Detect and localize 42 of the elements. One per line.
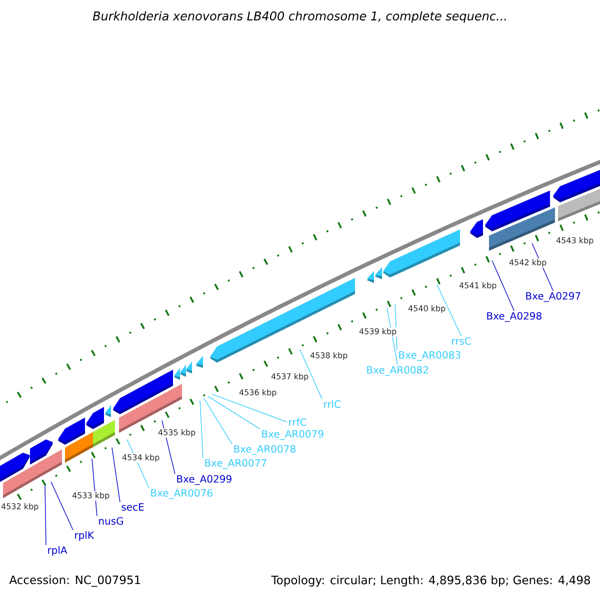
gene-label: Bxe_AR0076 — [151, 489, 212, 499]
leader-line — [492, 260, 514, 312]
gene-label: rrfC — [289, 418, 306, 426]
gene-label: rplA — [48, 546, 68, 556]
gene-label: Bxe_A0298 — [487, 312, 542, 322]
tick-label: 4537 kbp — [270, 372, 310, 382]
tick-label: 4532 kbp — [0, 502, 40, 512]
tick-label: 4539 kbp — [358, 327, 398, 337]
gene-label: Bxe_A0297 — [526, 292, 580, 302]
leader-line — [204, 398, 232, 444]
leader-line — [112, 447, 120, 502]
leader-line — [212, 394, 288, 422]
tick-label: 4543 kbp — [555, 236, 594, 246]
tick-label: 4534 kbp — [121, 453, 160, 463]
tick-label: 4542 kbp — [508, 258, 548, 268]
leader-line — [386, 308, 398, 366]
gene-label: secE — [122, 503, 144, 511]
leader-line — [436, 284, 462, 336]
leader-line — [208, 396, 260, 430]
tick-label: 4538 kbp — [309, 351, 348, 361]
leader-line — [300, 349, 322, 400]
leader-line — [44, 484, 46, 546]
gene-label: Bxe_AR0082 — [367, 366, 428, 376]
tick-label: 4535 kbp — [157, 428, 196, 438]
gene-label: nusG — [99, 517, 124, 525]
gene-label: Bxe_AR0079 — [262, 430, 324, 440]
gene-label: Bxe_A0299 — [177, 475, 232, 485]
gene-label: Bxe_AR0077 — [205, 459, 266, 469]
gene-label: rrlC — [324, 400, 340, 408]
footer-text: Accession: NC_007951 — [9, 575, 140, 587]
tick-label: 4533 kbp — [71, 491, 110, 501]
tick-label: 4536 kbp — [238, 388, 278, 398]
leader-line — [50, 481, 74, 530]
gene-label: rplK — [75, 531, 94, 541]
gene-label: rrsC — [452, 337, 471, 345]
title: Burkholderia xenovorans LB400 chromosome 1, complete sequenc... — [92, 11, 506, 23]
footer-text: Topology: circular; Length: 4,895,836 bp; Genes: 4,498 — [271, 575, 590, 587]
tick-label: 4540 kbp — [407, 304, 446, 314]
gene-label: Bxe_AR0083 — [399, 351, 460, 361]
gene-label: Bxe_AR0078 — [234, 445, 296, 455]
leader-line — [200, 400, 204, 458]
tick-label: 4541 kbp — [458, 281, 498, 291]
